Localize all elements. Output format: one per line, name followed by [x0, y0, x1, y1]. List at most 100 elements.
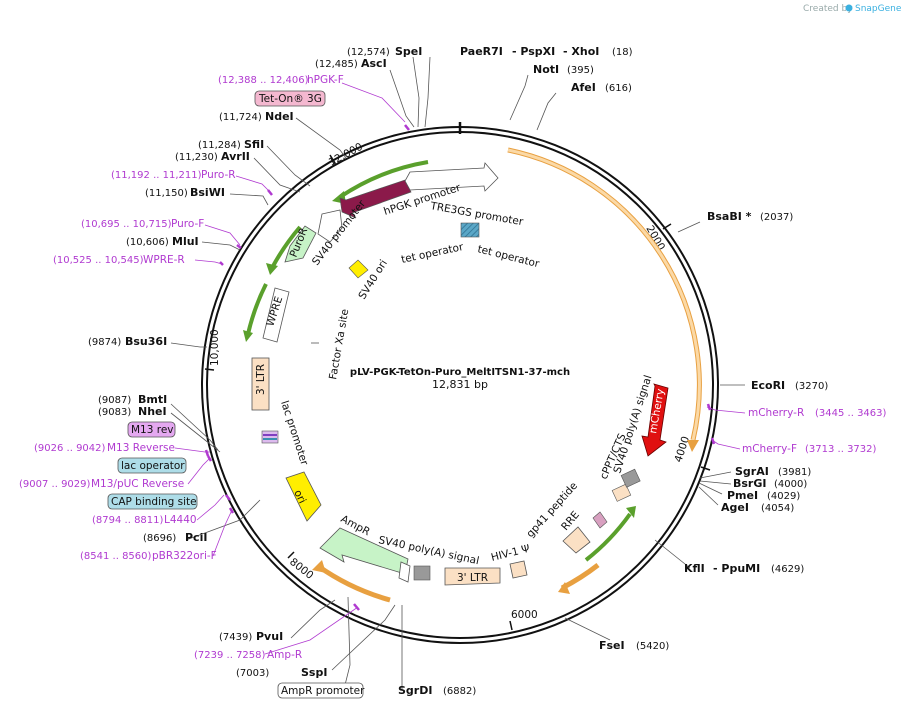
primer-name: mCherry-R	[748, 407, 804, 419]
primer-name: mCherry-F	[742, 443, 797, 455]
feature-label: 3' LTR	[255, 364, 267, 395]
site-name: AscI	[361, 57, 387, 70]
primer-name: M13 Reverse	[107, 442, 175, 454]
site-name: EcoRI	[751, 379, 785, 392]
site-pos: (11,150)	[145, 188, 188, 199]
site-name: SspI	[301, 666, 327, 679]
site-name: KflI	[684, 562, 705, 575]
orf-arrowhead	[312, 560, 326, 573]
sv40-polya-right-box[interactable]	[620, 468, 641, 488]
primer-pos: (11,192 .. 11,211)	[111, 170, 202, 181]
puror-arrow[interactable]	[284, 225, 317, 263]
sv40-ori-box[interactable]	[348, 259, 369, 279]
site-name: PvuI	[256, 630, 283, 643]
primer-name: M13/pUC Reverse	[91, 478, 184, 490]
sv40-promoter-arrow[interactable]	[317, 209, 343, 243]
site-name: BmtI	[138, 393, 167, 406]
site-name: BsaBI *	[707, 210, 752, 223]
gp41-peptide-box[interactable]	[592, 511, 608, 529]
rre-box[interactable]	[562, 526, 591, 554]
3-ltr-box[interactable]	[251, 357, 270, 411]
site-name: SgrDI	[398, 684, 432, 697]
primer-pos: (10,695 .. 10,715)	[81, 219, 172, 230]
primer-name: pBR322ori-F	[152, 550, 217, 562]
tick-label: 10,000	[209, 329, 221, 366]
hiv1-psi-box[interactable]	[509, 560, 528, 579]
ampr-promoter-badge[interactable]	[277, 682, 364, 699]
site-name: BsiWI	[190, 186, 225, 199]
site-name: Bsu36I	[125, 335, 167, 348]
site-name: SgrAI	[735, 465, 769, 478]
primer-pos: (3713 .. 3732)	[805, 444, 877, 455]
green-arrowhead	[243, 330, 253, 342]
site-name: AgeI	[721, 501, 749, 514]
site-pos: (4029)	[767, 491, 800, 502]
site-pos: (3981)	[778, 467, 811, 478]
badge-label: Tet-On® 3G	[258, 93, 322, 105]
site-pos: (616)	[605, 83, 632, 94]
primer-name: Puro-R	[201, 169, 236, 181]
site-name: PmeI	[727, 489, 758, 502]
lac-promoter-box[interactable]	[261, 430, 279, 444]
site-pos: (9087)	[98, 395, 131, 406]
feature-label: lac promoter	[278, 399, 310, 467]
primer-name: L4440	[164, 514, 197, 526]
site-pos: (18)	[612, 47, 633, 58]
site-name: FseI	[599, 639, 625, 652]
plasmid-name: pLV-PGK-TetOn-Puro_MeltITSN1-37-mch	[350, 367, 570, 378]
primer-pos: (9026 .. 9042)	[34, 443, 106, 454]
site-name: AfeI	[571, 81, 596, 94]
site-name: AvrII	[221, 150, 250, 163]
orf-arrowhead	[558, 582, 570, 594]
site-pos: (6882)	[443, 686, 476, 697]
mcherry-arrow[interactable]	[641, 383, 669, 457]
ori-arrow[interactable]	[285, 471, 322, 522]
site-pos: (395)	[567, 65, 594, 76]
site-pos: (11,284)	[198, 140, 241, 151]
site-name: - PpuMI	[713, 562, 760, 575]
lac-operator-badge[interactable]	[117, 457, 187, 474]
credit-text: Created by	[803, 4, 853, 14]
primer-pos: (8794 .. 8811)	[92, 515, 164, 526]
site-name: SfiI	[244, 138, 264, 151]
m13-rev-badge[interactable]	[127, 421, 176, 438]
site-name: PciI	[185, 531, 207, 544]
primer-pos: (3445 .. 3463)	[815, 408, 887, 419]
site-name: - PspXI	[512, 45, 555, 58]
lac-region-marks	[263, 434, 277, 440]
3-ltr-bottom-box[interactable]	[444, 567, 501, 586]
site-pos: (9874)	[88, 337, 121, 348]
sv40-polya-box[interactable]	[413, 565, 431, 581]
site-leaders	[170, 56, 745, 690]
tre3gs-promoter-arrow[interactable]	[404, 162, 499, 192]
site-pos: (5420)	[636, 641, 669, 652]
primer-pos: (7239 .. 7258)	[194, 650, 266, 661]
site-pos: (12,574)	[347, 47, 390, 58]
site-pos: (4629)	[771, 564, 804, 575]
site-pos: (7439)	[219, 632, 252, 643]
tet-operator-box[interactable]	[460, 222, 480, 238]
site-name: BsrGI	[733, 477, 766, 490]
badge-label: M13 rev	[131, 424, 174, 436]
cppt-cts-box[interactable]	[611, 483, 632, 502]
orf-arc-small	[560, 563, 600, 591]
green-arc	[338, 160, 429, 199]
tick-label: 6000	[511, 609, 538, 621]
tick-label: 4000	[672, 435, 692, 464]
primer-pos: (10,525 .. 10,545)	[53, 255, 144, 266]
feature-label: tet operator	[400, 241, 465, 266]
feature-label: tet operator	[476, 243, 541, 270]
site-pos: (10,606)	[126, 237, 169, 248]
ampr-promoter-box[interactable]	[398, 561, 411, 583]
tet-on-3g-badge[interactable]	[254, 90, 326, 107]
orf-arc-bottom-left	[316, 563, 391, 603]
site-name: SpeI	[395, 45, 422, 58]
wpre-box[interactable]	[262, 287, 290, 343]
site-pos: (9083)	[98, 407, 131, 418]
badge-label: CAP binding site	[111, 496, 197, 508]
feature-label: ori	[291, 488, 308, 506]
cap-binding-site-badge[interactable]	[107, 493, 198, 510]
site-pos: (4000)	[774, 479, 807, 490]
plasmid-length: 12,831 bp	[432, 378, 488, 391]
site-pos: (12,485)	[315, 59, 358, 70]
